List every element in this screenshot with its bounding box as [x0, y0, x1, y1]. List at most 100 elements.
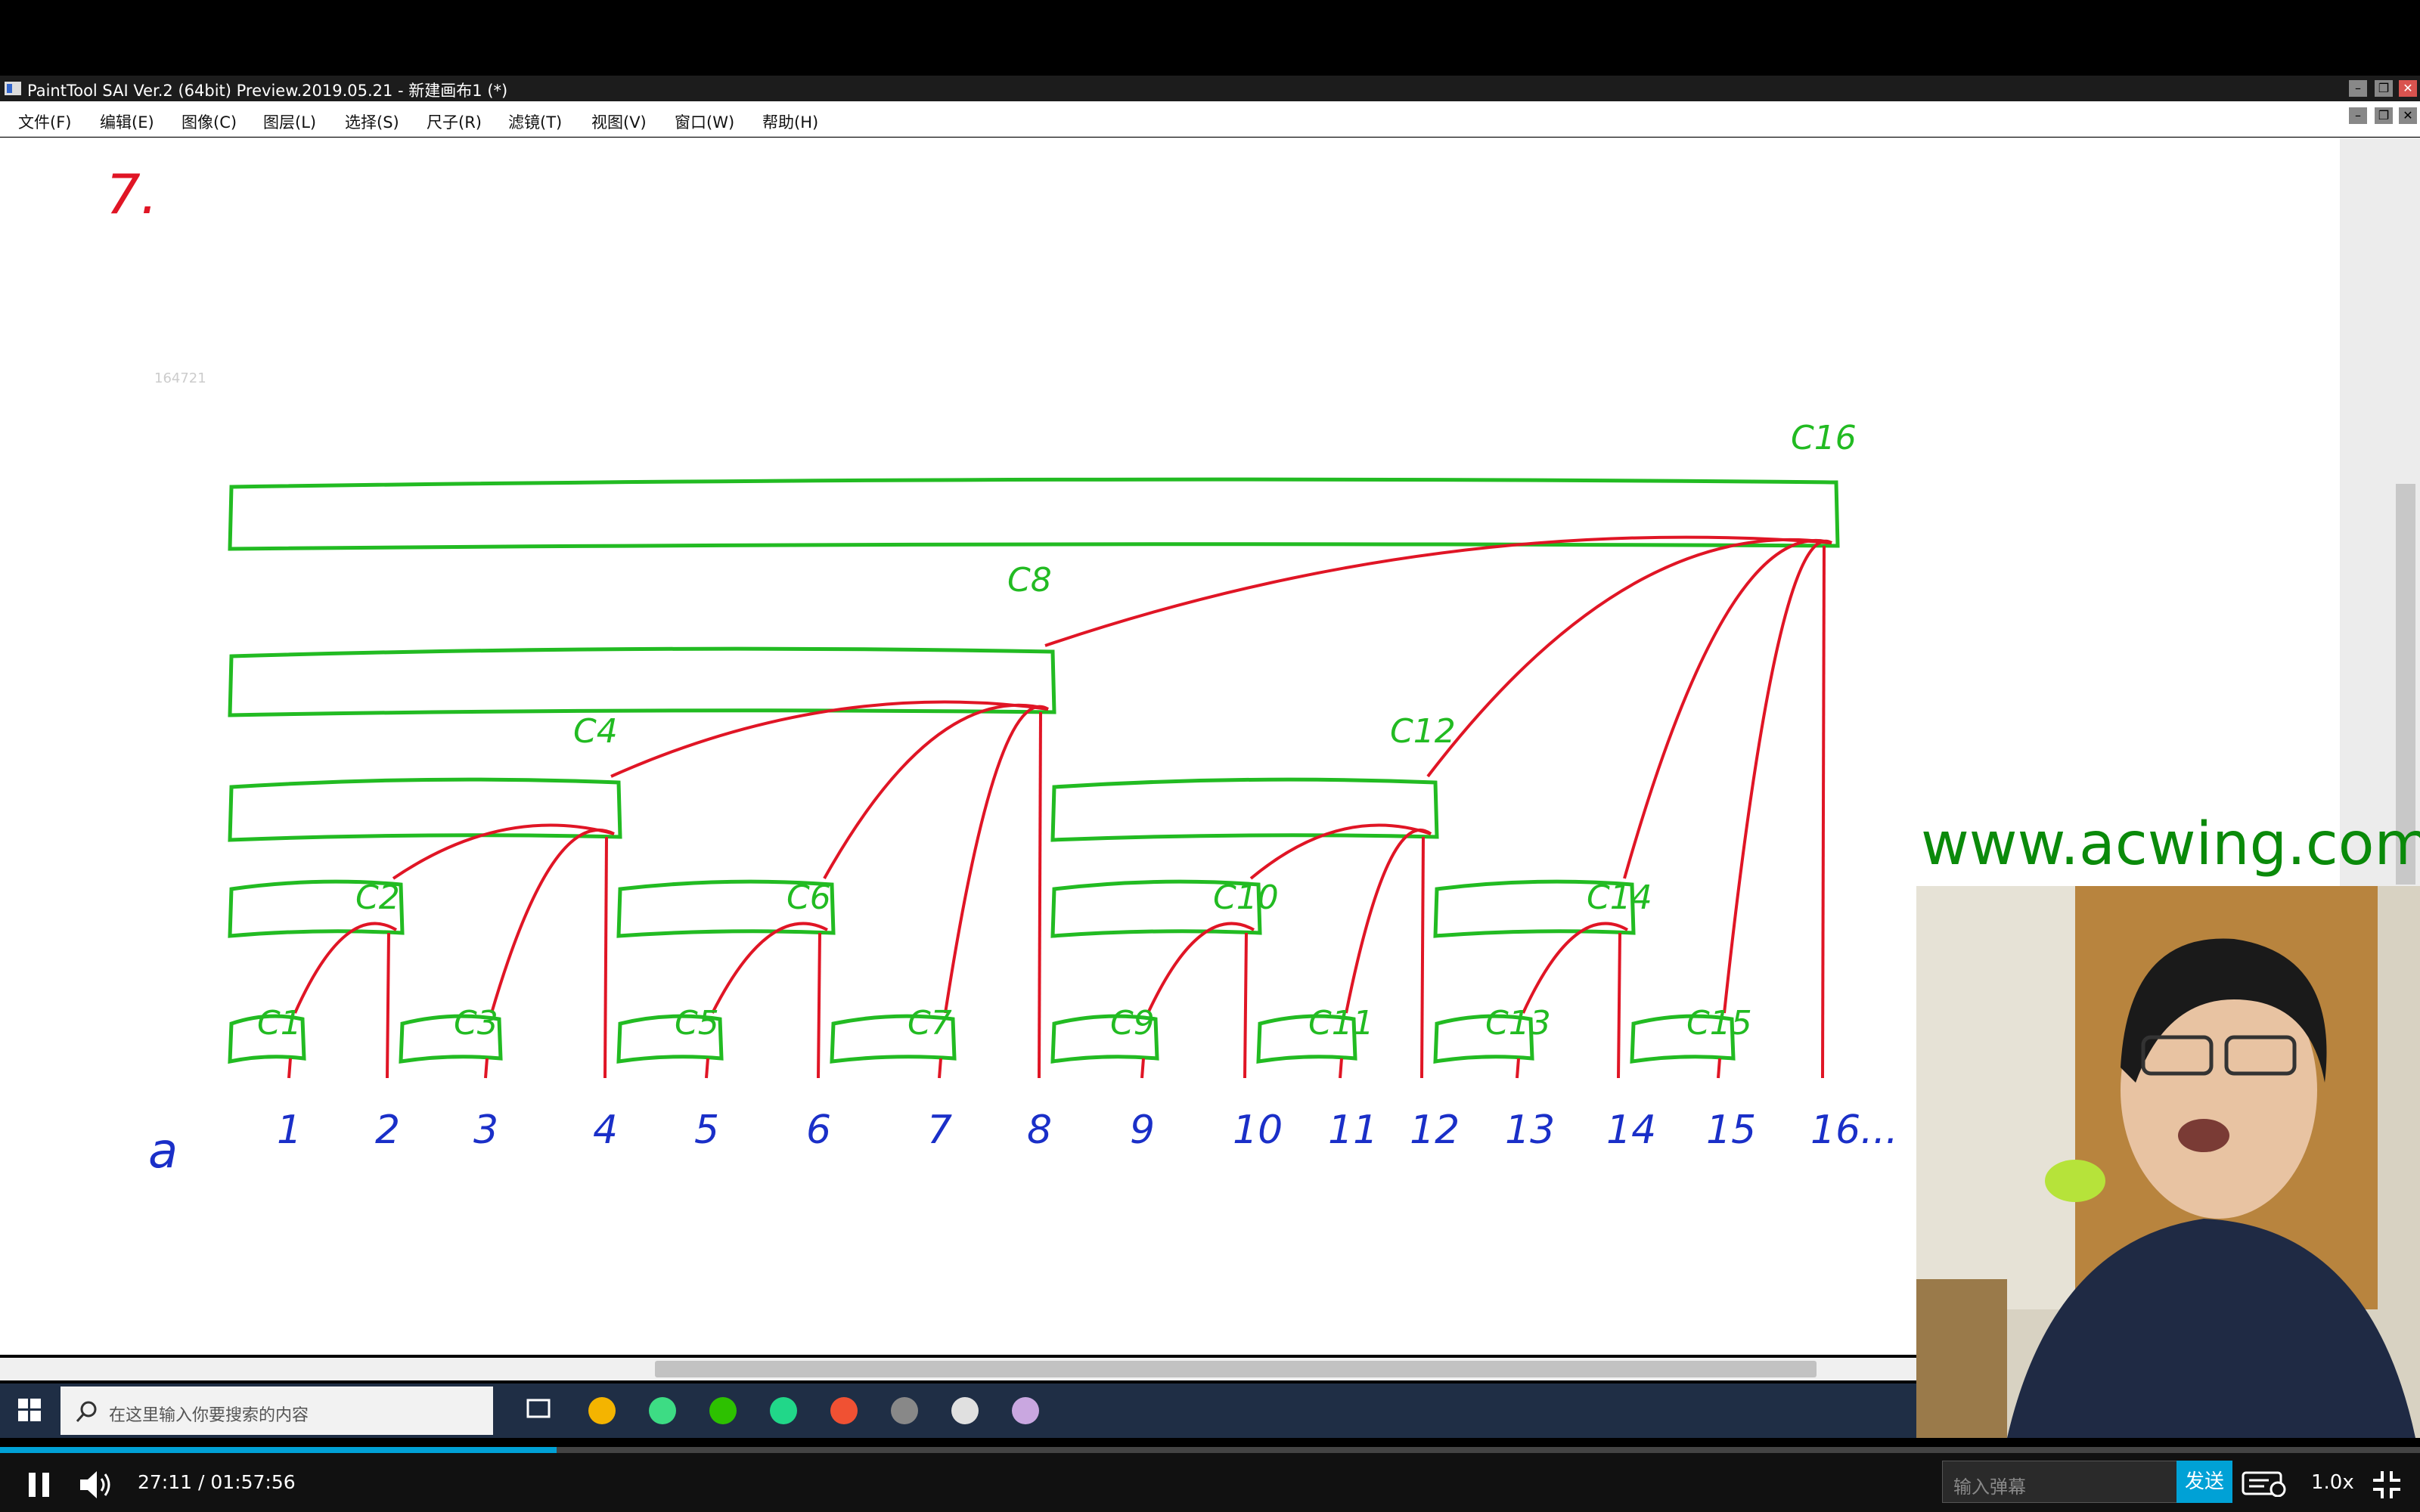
index-6: 6: [806, 1108, 831, 1153]
restore-button[interactable]: ❐: [2375, 80, 2393, 97]
link-c6-c8: [823, 703, 1049, 879]
danmu-settings-icon[interactable]: [2242, 1471, 2287, 1497]
node-label-c2: C2: [355, 878, 400, 917]
taskbar-apps: [507, 1383, 1051, 1438]
stem-c16: [1821, 545, 1826, 1079]
doc-minimize-button[interactable]: –: [2349, 107, 2367, 124]
link-c5-c6: [711, 922, 828, 1014]
index-13: 13: [1505, 1108, 1555, 1153]
index-4: 4: [593, 1108, 618, 1153]
stem-c13: [1516, 1058, 1520, 1079]
git-icon[interactable]: [826, 1393, 862, 1429]
node-box-c13: [1433, 1014, 1534, 1064]
app-9-icon[interactable]: [1007, 1393, 1044, 1429]
faint-text: 164721: [154, 370, 206, 386]
node-label-c13: C13: [1485, 1004, 1551, 1043]
playback-speed[interactable]: 1.0x: [2311, 1471, 2354, 1494]
node-box-c8: [228, 646, 1056, 717]
link-c12-c16: [1426, 538, 1832, 778]
node-label-c5: C5: [675, 1004, 719, 1043]
node-box-c10: [1050, 879, 1262, 938]
link-c10-c12: [1249, 823, 1432, 880]
array-label: a: [148, 1123, 178, 1179]
link-c4-c8: [610, 700, 1049, 778]
menu-file[interactable]: 文件(F): [18, 113, 72, 132]
menu-view[interactable]: 视图(V): [591, 113, 647, 132]
node-box-c16: [228, 477, 1840, 551]
menu-ruler[interactable]: 尺子(R): [427, 113, 482, 132]
windows-start-icon[interactable]: [18, 1399, 41, 1421]
pycharm-icon[interactable]: [765, 1393, 802, 1429]
menu-help[interactable]: 帮助(H): [762, 113, 819, 132]
node-label-c14: C14: [1587, 878, 1652, 917]
link-c3-c4: [490, 829, 615, 1014]
video-progress-track[interactable]: [0, 1447, 2420, 1453]
menu-bar: 文件(F) 编辑(E) 图像(C) 图层(L) 选择(S) 尺子(R) 滤镜(T…: [0, 101, 2420, 137]
video-progress-fill: [0, 1447, 557, 1453]
node-label-c7: C7: [908, 1004, 952, 1043]
task-view-icon[interactable]: [523, 1393, 560, 1429]
index-15: 15: [1706, 1108, 1756, 1153]
stem-c6: [817, 932, 821, 1079]
danmu-input[interactable]: 输入弹幕: [1942, 1461, 2178, 1503]
link-c1-c2: [293, 922, 398, 1014]
stem-c5: [705, 1058, 709, 1079]
stem-c7: [938, 1058, 942, 1079]
taskbar-search[interactable]: 在这里输入你要搜索的内容: [60, 1387, 493, 1435]
node-box-c3: [399, 1014, 503, 1064]
stem-c1: [287, 1058, 292, 1079]
node-box-c6: [616, 879, 836, 938]
horizontal-scroll-thumb[interactable]: [655, 1361, 1817, 1377]
menu-layer[interactable]: 图层(L): [263, 113, 317, 132]
wechat-icon[interactable]: [705, 1393, 741, 1429]
stem-c10: [1243, 932, 1248, 1079]
minimize-button[interactable]: –: [2349, 80, 2367, 97]
stem-c9: [1140, 1058, 1145, 1079]
index-8: 8: [1027, 1108, 1052, 1153]
stem-c2: [386, 932, 390, 1079]
node-label-c16: C16: [1791, 419, 1857, 457]
node-label-c15: C15: [1686, 1004, 1752, 1043]
close-button[interactable]: ✕: [2399, 80, 2417, 97]
link-c2-c4: [392, 823, 615, 880]
node-box-c12: [1050, 777, 1439, 842]
doc-close-button[interactable]: ✕: [2399, 107, 2417, 124]
menu-window[interactable]: 窗口(W): [675, 113, 735, 132]
search-placeholder: 在这里输入你要搜索的内容: [109, 1406, 309, 1425]
search-icon: [76, 1401, 97, 1422]
paint-tool-sai-icon[interactable]: [947, 1393, 983, 1429]
link-c14-c16: [1623, 538, 1832, 879]
send-danmu-button[interactable]: 发送: [2176, 1461, 2232, 1503]
app-3-icon[interactable]: [644, 1393, 681, 1429]
stem-c4: [603, 836, 608, 1079]
stem-c15: [1717, 1058, 1721, 1079]
menu-image[interactable]: 图像(C): [182, 113, 237, 132]
stem-c3: [484, 1058, 489, 1079]
chrome-icon[interactable]: [584, 1393, 620, 1429]
menu-select[interactable]: 选择(S): [345, 113, 399, 132]
node-label-c3: C3: [454, 1004, 498, 1043]
index-11: 11: [1328, 1108, 1378, 1153]
pause-icon[interactable]: [27, 1471, 51, 1498]
stem-c14: [1617, 932, 1621, 1079]
exit-fullscreen-icon[interactable]: [2372, 1470, 2402, 1500]
menu-filter[interactable]: 滤镜(T): [508, 113, 563, 132]
index-3: 3: [473, 1108, 498, 1153]
node-label-c10: C10: [1213, 878, 1279, 917]
menu-edit[interactable]: 编辑(E): [100, 113, 154, 132]
node-box-c15: [1630, 1014, 1736, 1064]
stem-c11: [1339, 1058, 1343, 1079]
link-c15-c16: [1723, 539, 1832, 1014]
node-label-c4: C4: [573, 712, 618, 751]
obs-icon[interactable]: [886, 1393, 923, 1429]
vertical-scroll-thumb[interactable]: [2396, 484, 2415, 885]
node-label-c11: C11: [1308, 1004, 1374, 1043]
node-label-c8: C8: [1007, 561, 1052, 600]
index-5: 5: [694, 1108, 719, 1153]
stem-c8: [1038, 711, 1042, 1079]
doc-restore-button[interactable]: ❐: [2375, 107, 2393, 124]
volume-icon[interactable]: [79, 1470, 113, 1500]
node-label-c1: C1: [257, 1004, 302, 1043]
